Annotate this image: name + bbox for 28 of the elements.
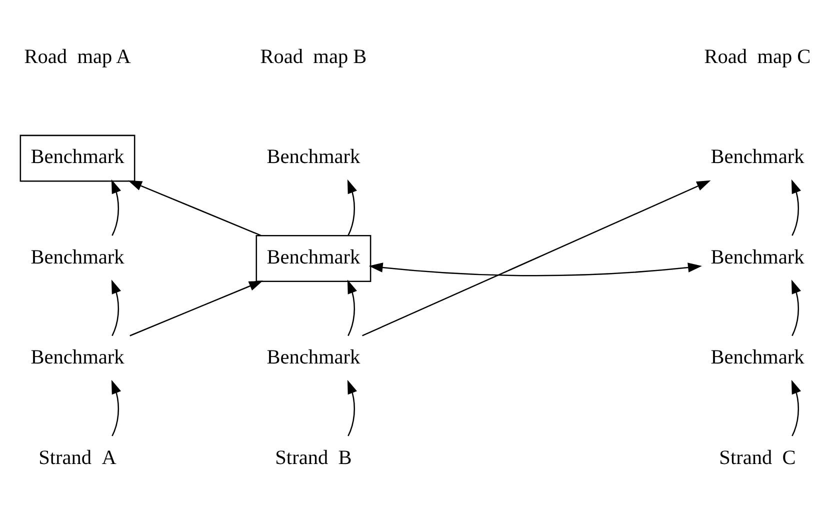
arrow	[346, 380, 356, 436]
arrow	[362, 180, 710, 336]
node-box: Benchmark	[255, 235, 371, 282]
node-text: Benchmark	[266, 346, 360, 369]
node-text: Benchmark	[30, 246, 124, 268]
node-text: Benchmark	[710, 146, 804, 168]
arrow	[346, 179, 356, 236]
node-box: Benchmark	[19, 134, 135, 182]
arrow	[790, 380, 800, 436]
arrow	[127, 180, 261, 236]
label: Road map B	[260, 46, 366, 68]
arrow	[129, 280, 263, 336]
arrow	[110, 280, 121, 336]
arrow	[368, 262, 702, 276]
label: Road map A	[24, 46, 130, 68]
node-text: Strand A	[38, 446, 116, 469]
arrow	[110, 179, 121, 236]
arrow	[790, 280, 800, 336]
node-text: Strand C	[718, 446, 796, 469]
arrow	[790, 179, 800, 236]
node-text: Benchmark	[710, 246, 804, 268]
label: Road map C	[704, 46, 810, 68]
node-text: Strand B	[274, 446, 352, 469]
arrow	[346, 280, 356, 336]
node-text: Benchmark	[710, 346, 804, 369]
node-text: Benchmark	[30, 346, 124, 369]
node-text: Benchmark	[266, 146, 360, 168]
arrow	[110, 380, 121, 436]
